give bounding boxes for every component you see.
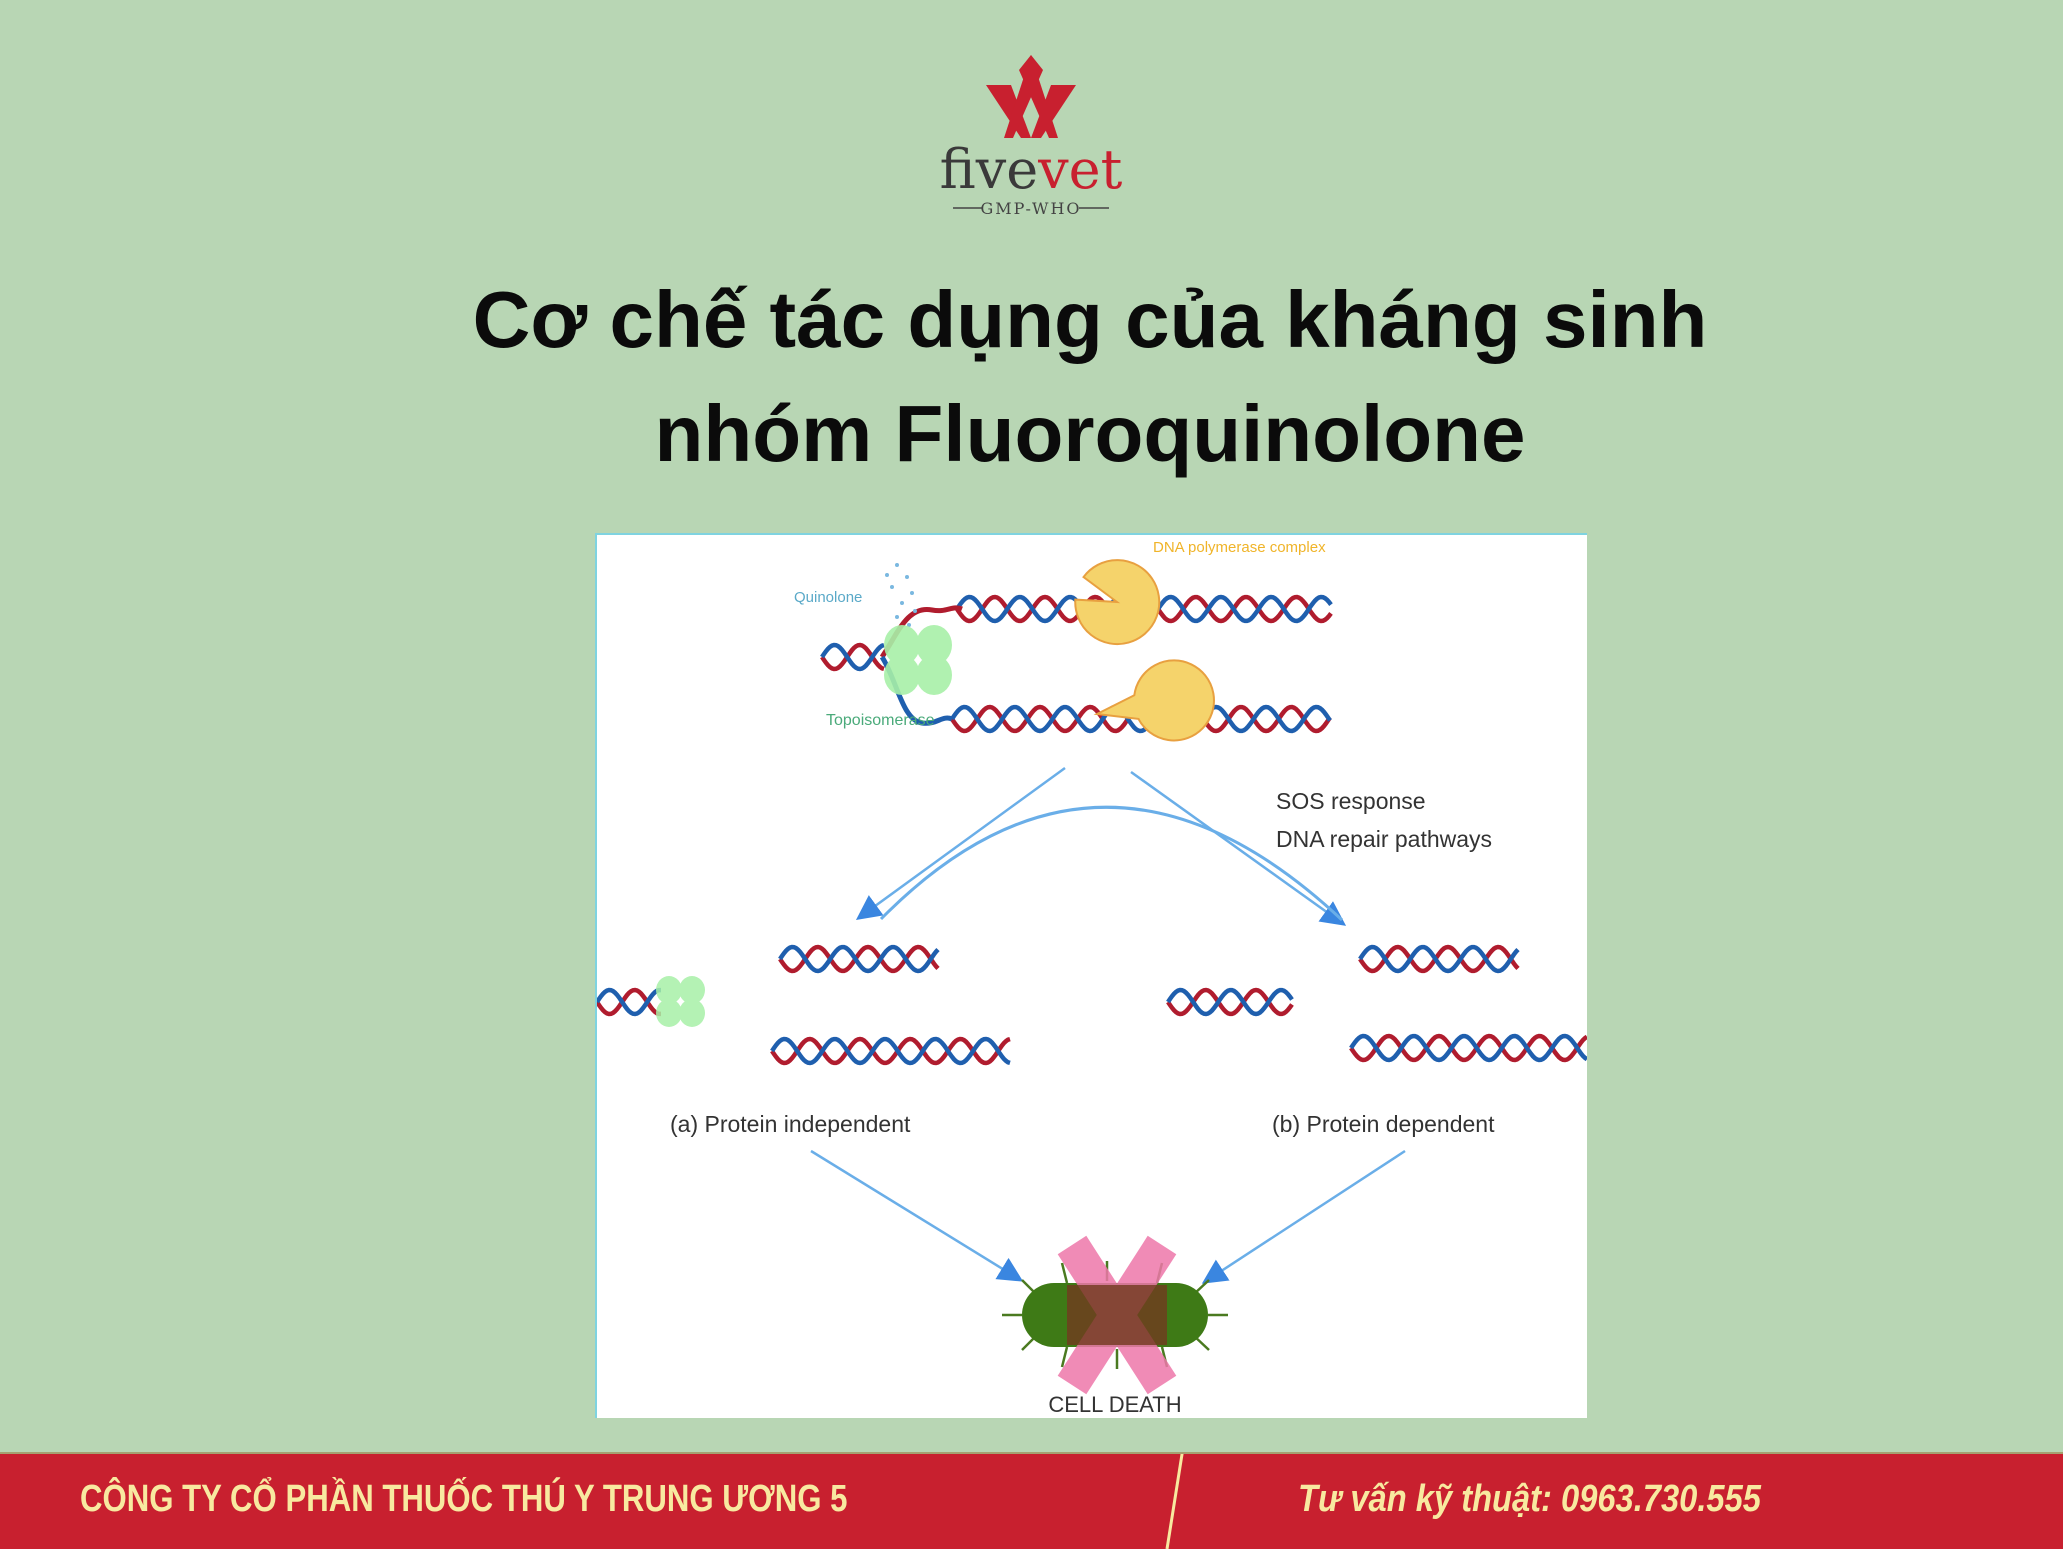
- logo-tagline: GMP-WHO: [980, 199, 1081, 218]
- quinolone-particles-icon: [885, 563, 917, 627]
- topoisomerase-label: Topoisomerase: [826, 712, 935, 729]
- dna-helix-strand: [1349, 1033, 1587, 1063]
- dna-helix-strand: [770, 1036, 1011, 1066]
- polymerase-label: DNA polymerase complex: [1153, 539, 1326, 556]
- dna-helix-strand: [597, 987, 661, 1017]
- cross-icon: [1057, 1235, 1177, 1395]
- dna-helix-strand: [1166, 987, 1294, 1017]
- dna-helix-strand: [1349, 1033, 1587, 1063]
- dna-helix-strand: [770, 1036, 1011, 1066]
- topoisomerase-icon: [884, 625, 952, 695]
- path-b-label: (b) Protein dependent: [1272, 1111, 1495, 1137]
- topoisomerase-small-icon: [656, 976, 705, 1027]
- page-title-line2: nhóm Fluoroquinolone: [654, 389, 1526, 478]
- dna-helix-strand: [1358, 944, 1520, 974]
- polymerase-bottom-icon: [1093, 659, 1215, 742]
- dna-helix-strand: [820, 642, 885, 672]
- mechanism-diagram: Quinolone DNA polymerase complex Topoiso…: [595, 533, 1587, 1418]
- dna-helix-strand: [820, 642, 885, 672]
- company-name: CÔNG TY CỔ PHẦN THUỐC THÚ Y TRUNG ƯƠNG 5: [80, 1478, 848, 1520]
- dna-helix-strand: [950, 704, 1332, 734]
- dna-helix-strand: [1166, 987, 1294, 1017]
- repair-label: DNA repair pathways: [1276, 826, 1492, 852]
- sos-label: SOS response: [1276, 788, 1426, 814]
- logo-text: fivevet: [940, 138, 1123, 201]
- cell-death-label: CELL DEATH: [1048, 1392, 1181, 1417]
- dna-helix-strand: [778, 944, 940, 974]
- polymerase-top-icon: [1074, 559, 1161, 646]
- contact-hotline[interactable]: Tư vấn kỹ thuật: 0963.730.555: [1298, 1478, 1761, 1520]
- footer-bar: CÔNG TY CỔ PHẦN THUỐC THÚ Y TRUNG ƯƠNG 5…: [0, 1452, 2063, 1549]
- logo-mark-icon: [986, 55, 1076, 138]
- fivevet-logo: fivevet GMP-WHO: [940, 55, 1123, 218]
- divider-slash: [1165, 1454, 1184, 1549]
- dna-helix-strand: [597, 987, 661, 1017]
- quinolone-label: Quinolone: [794, 589, 862, 606]
- path-a-label: (a) Protein independent: [670, 1111, 911, 1137]
- page-title-line1: Cơ chế tác dụng của kháng sinh: [472, 275, 1708, 364]
